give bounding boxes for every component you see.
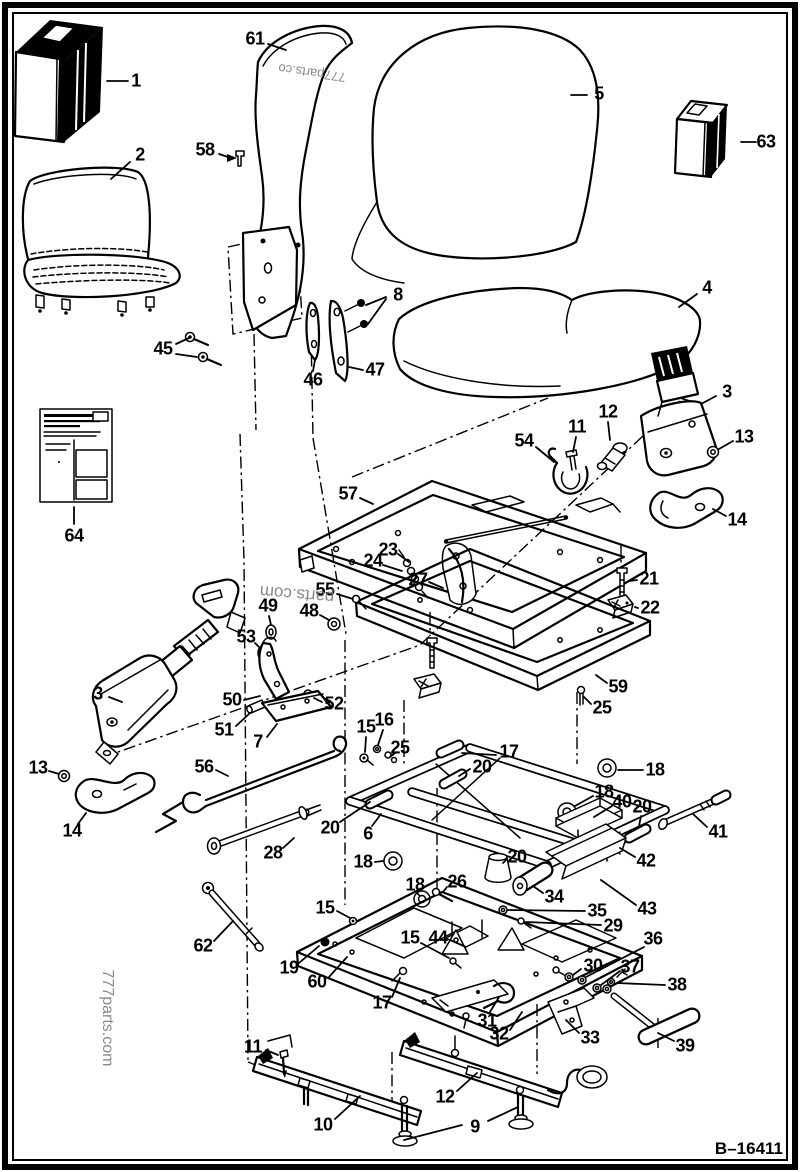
part-54-spiral-spring [547,447,589,495]
part-2-seat-assembly [21,166,181,317]
small-fasteners [320,744,628,993]
part-13-nut-left [57,769,71,783]
part-1-kit-box [13,20,103,144]
part-7-plate [260,689,333,723]
part-4-seat-cushion [392,286,702,399]
part-12-fitting [596,442,628,472]
part-48-washer [327,617,341,631]
part-58-hinge-plate [227,150,301,332]
part-5-backrest-cushion [351,25,600,284]
part-41-rod [657,789,732,831]
part-11-bolt-top [565,449,578,471]
part-28-rod [206,804,322,855]
part-60-base-frame [295,876,644,1048]
part-59-slide-frame [354,547,652,706]
part-45-bolts [184,331,223,367]
part-43-plate [545,823,627,880]
part-39-handle [602,984,701,1046]
part-33-bracket [547,987,595,1035]
part-11-clip-bottom [267,1034,293,1078]
figure-id-label: B–16411 [714,1139,783,1158]
part-12-rail [398,1032,608,1130]
part-50-pivot-bracket [258,636,291,701]
part-10-rail [251,1048,423,1147]
part-40-spring-pack [555,797,623,839]
part-63-kit-box [673,99,729,179]
part-46-47-hinge-brackets [305,299,349,383]
part-3-seatbelt-right [639,346,718,477]
part-62-rod [201,881,264,952]
part-57-seat-pan-frame [297,479,648,650]
part-34-roller [512,861,554,896]
part-56-wire-rod [154,735,348,834]
part-22-clamp-mid [413,673,442,699]
part-13-nut-right [706,445,720,459]
part-31-32-latch [431,979,516,1029]
part-20-cone-bumper [484,852,512,883]
part-14-bracket-left [74,771,156,814]
part-3-seatbelt-left [91,578,246,765]
part-49-washer [265,624,277,640]
part-8-bolts [344,299,368,333]
callout-leader-lines [48,43,757,1141]
part-14-bracket-right [649,487,724,529]
part-21-bolt-mid [426,637,438,669]
part-64-decal [39,408,113,503]
